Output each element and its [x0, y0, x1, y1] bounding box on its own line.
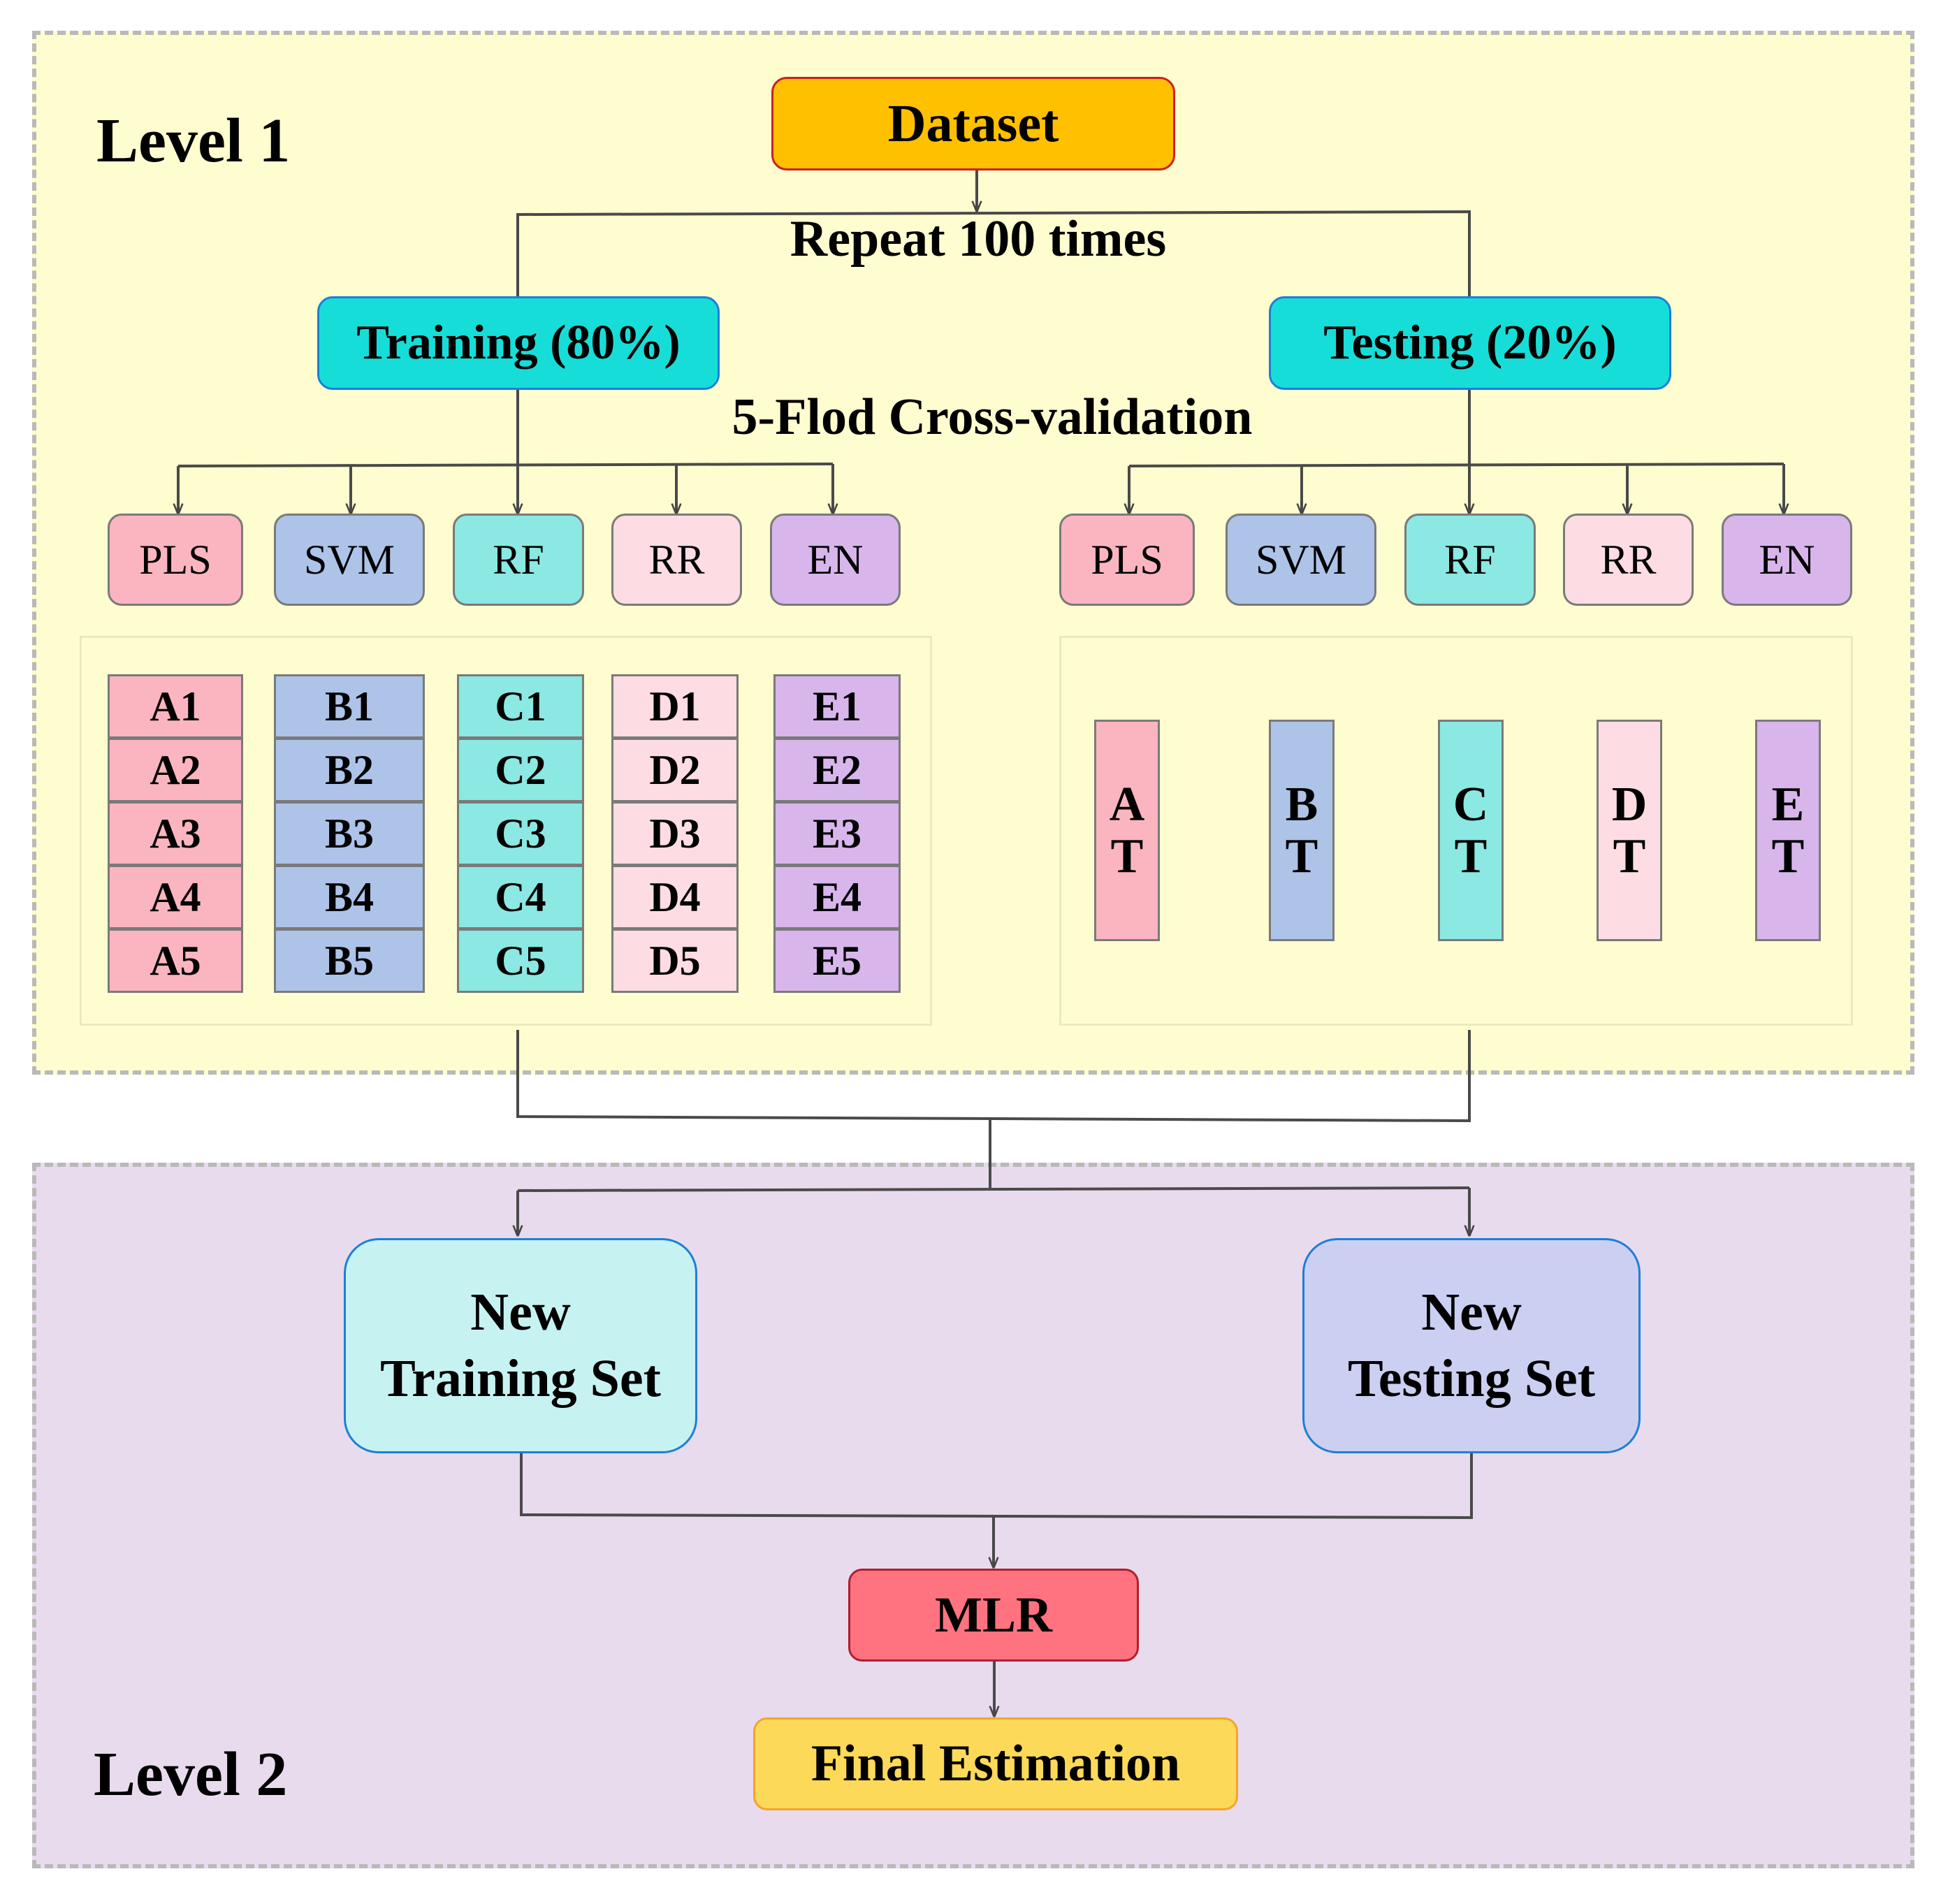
test-prediction-suffix: T	[1613, 829, 1646, 883]
fold-cell: A1	[108, 674, 243, 739]
fold-cell: C4	[457, 865, 584, 929]
training-box: Training (80%)	[317, 296, 720, 390]
train-model-pls: PLS	[108, 514, 243, 606]
final-estimation-box: Final Estimation	[753, 1717, 1238, 1810]
fold-cell: C5	[457, 929, 584, 993]
fold-cell: E3	[773, 801, 901, 866]
test-model-rf: RF	[1404, 514, 1536, 606]
fold-cell: B5	[274, 929, 425, 993]
merge-bracket	[516, 1030, 1471, 1123]
test-prediction-suffix: T	[1771, 829, 1805, 883]
fold-cell: D5	[611, 929, 739, 993]
dataset-box: Dataset	[771, 77, 1175, 170]
split-bracket	[516, 210, 1471, 296]
test-prediction-a: A T	[1094, 720, 1160, 941]
training-bus	[177, 463, 834, 467]
repeat-caption: Repeat 100 times	[790, 210, 1167, 268]
mlr-box: MLR	[848, 1569, 1139, 1662]
level2-bus	[517, 1186, 1470, 1192]
train-model-rr: RR	[611, 514, 742, 606]
fold-cell: D4	[611, 865, 739, 929]
fold-cell: B3	[274, 801, 425, 866]
fold-cell: A2	[108, 738, 243, 802]
test-prediction-letter: B	[1285, 778, 1318, 831]
fold-cell: B4	[274, 865, 425, 929]
test-prediction-suffix: T	[1285, 829, 1318, 883]
test-prediction-suffix: T	[1454, 829, 1488, 883]
fold-cell: A4	[108, 865, 243, 929]
test-prediction-letter: C	[1453, 778, 1489, 831]
test-prediction-b: B T	[1269, 720, 1335, 941]
fold-cell: E5	[773, 929, 901, 993]
fold-cell: B2	[274, 738, 425, 802]
new-testing-line2: Testing Set	[1347, 1349, 1596, 1408]
train-model-en: EN	[770, 514, 901, 606]
fold-cell: D2	[611, 738, 739, 802]
level1-label: Level 1	[96, 106, 291, 175]
test-prediction-d: D T	[1597, 720, 1662, 941]
fold-cell: D3	[611, 801, 739, 866]
cv-caption: 5-Flod Cross-validation	[732, 388, 1253, 446]
test-model-svm: SVM	[1226, 514, 1376, 606]
fold-predictions-group	[80, 636, 932, 1026]
new-training-set-box: New Training Set	[344, 1238, 697, 1453]
fold-cell: A3	[108, 801, 243, 866]
test-prediction-e: E T	[1755, 720, 1821, 941]
new-testing-line1: New	[1421, 1283, 1522, 1342]
train-model-rf: RF	[453, 514, 584, 606]
test-model-en: EN	[1722, 514, 1852, 606]
test-prediction-letter: A	[1109, 778, 1145, 831]
test-model-pls: PLS	[1059, 514, 1195, 606]
fold-cell: C1	[457, 674, 584, 739]
testing-box: Testing (20%)	[1269, 296, 1671, 390]
test-predictions-group	[1059, 636, 1853, 1026]
fold-cell: D1	[611, 674, 739, 739]
fold-cell: E4	[773, 865, 901, 929]
fold-cell: C3	[457, 801, 584, 866]
test-prediction-letter: D	[1611, 778, 1648, 831]
fold-cell: A5	[108, 929, 243, 993]
fold-cell: C2	[457, 738, 584, 802]
train-model-svm: SVM	[274, 514, 425, 606]
test-prediction-suffix: T	[1110, 829, 1144, 883]
fold-cell: B1	[274, 674, 425, 739]
new-training-line1: New	[470, 1283, 571, 1342]
fold-cell: E2	[773, 738, 901, 802]
test-model-rr: RR	[1563, 514, 1694, 606]
newsets-bracket	[520, 1453, 1473, 1520]
level2-label: Level 2	[94, 1740, 288, 1809]
new-testing-set-box: New Testing Set	[1302, 1238, 1641, 1453]
fold-cell: E1	[773, 674, 901, 739]
test-prediction-c: C T	[1438, 720, 1504, 941]
new-training-line2: Training Set	[380, 1349, 661, 1408]
test-prediction-letter: E	[1771, 778, 1805, 831]
testing-bus	[1128, 463, 1784, 467]
